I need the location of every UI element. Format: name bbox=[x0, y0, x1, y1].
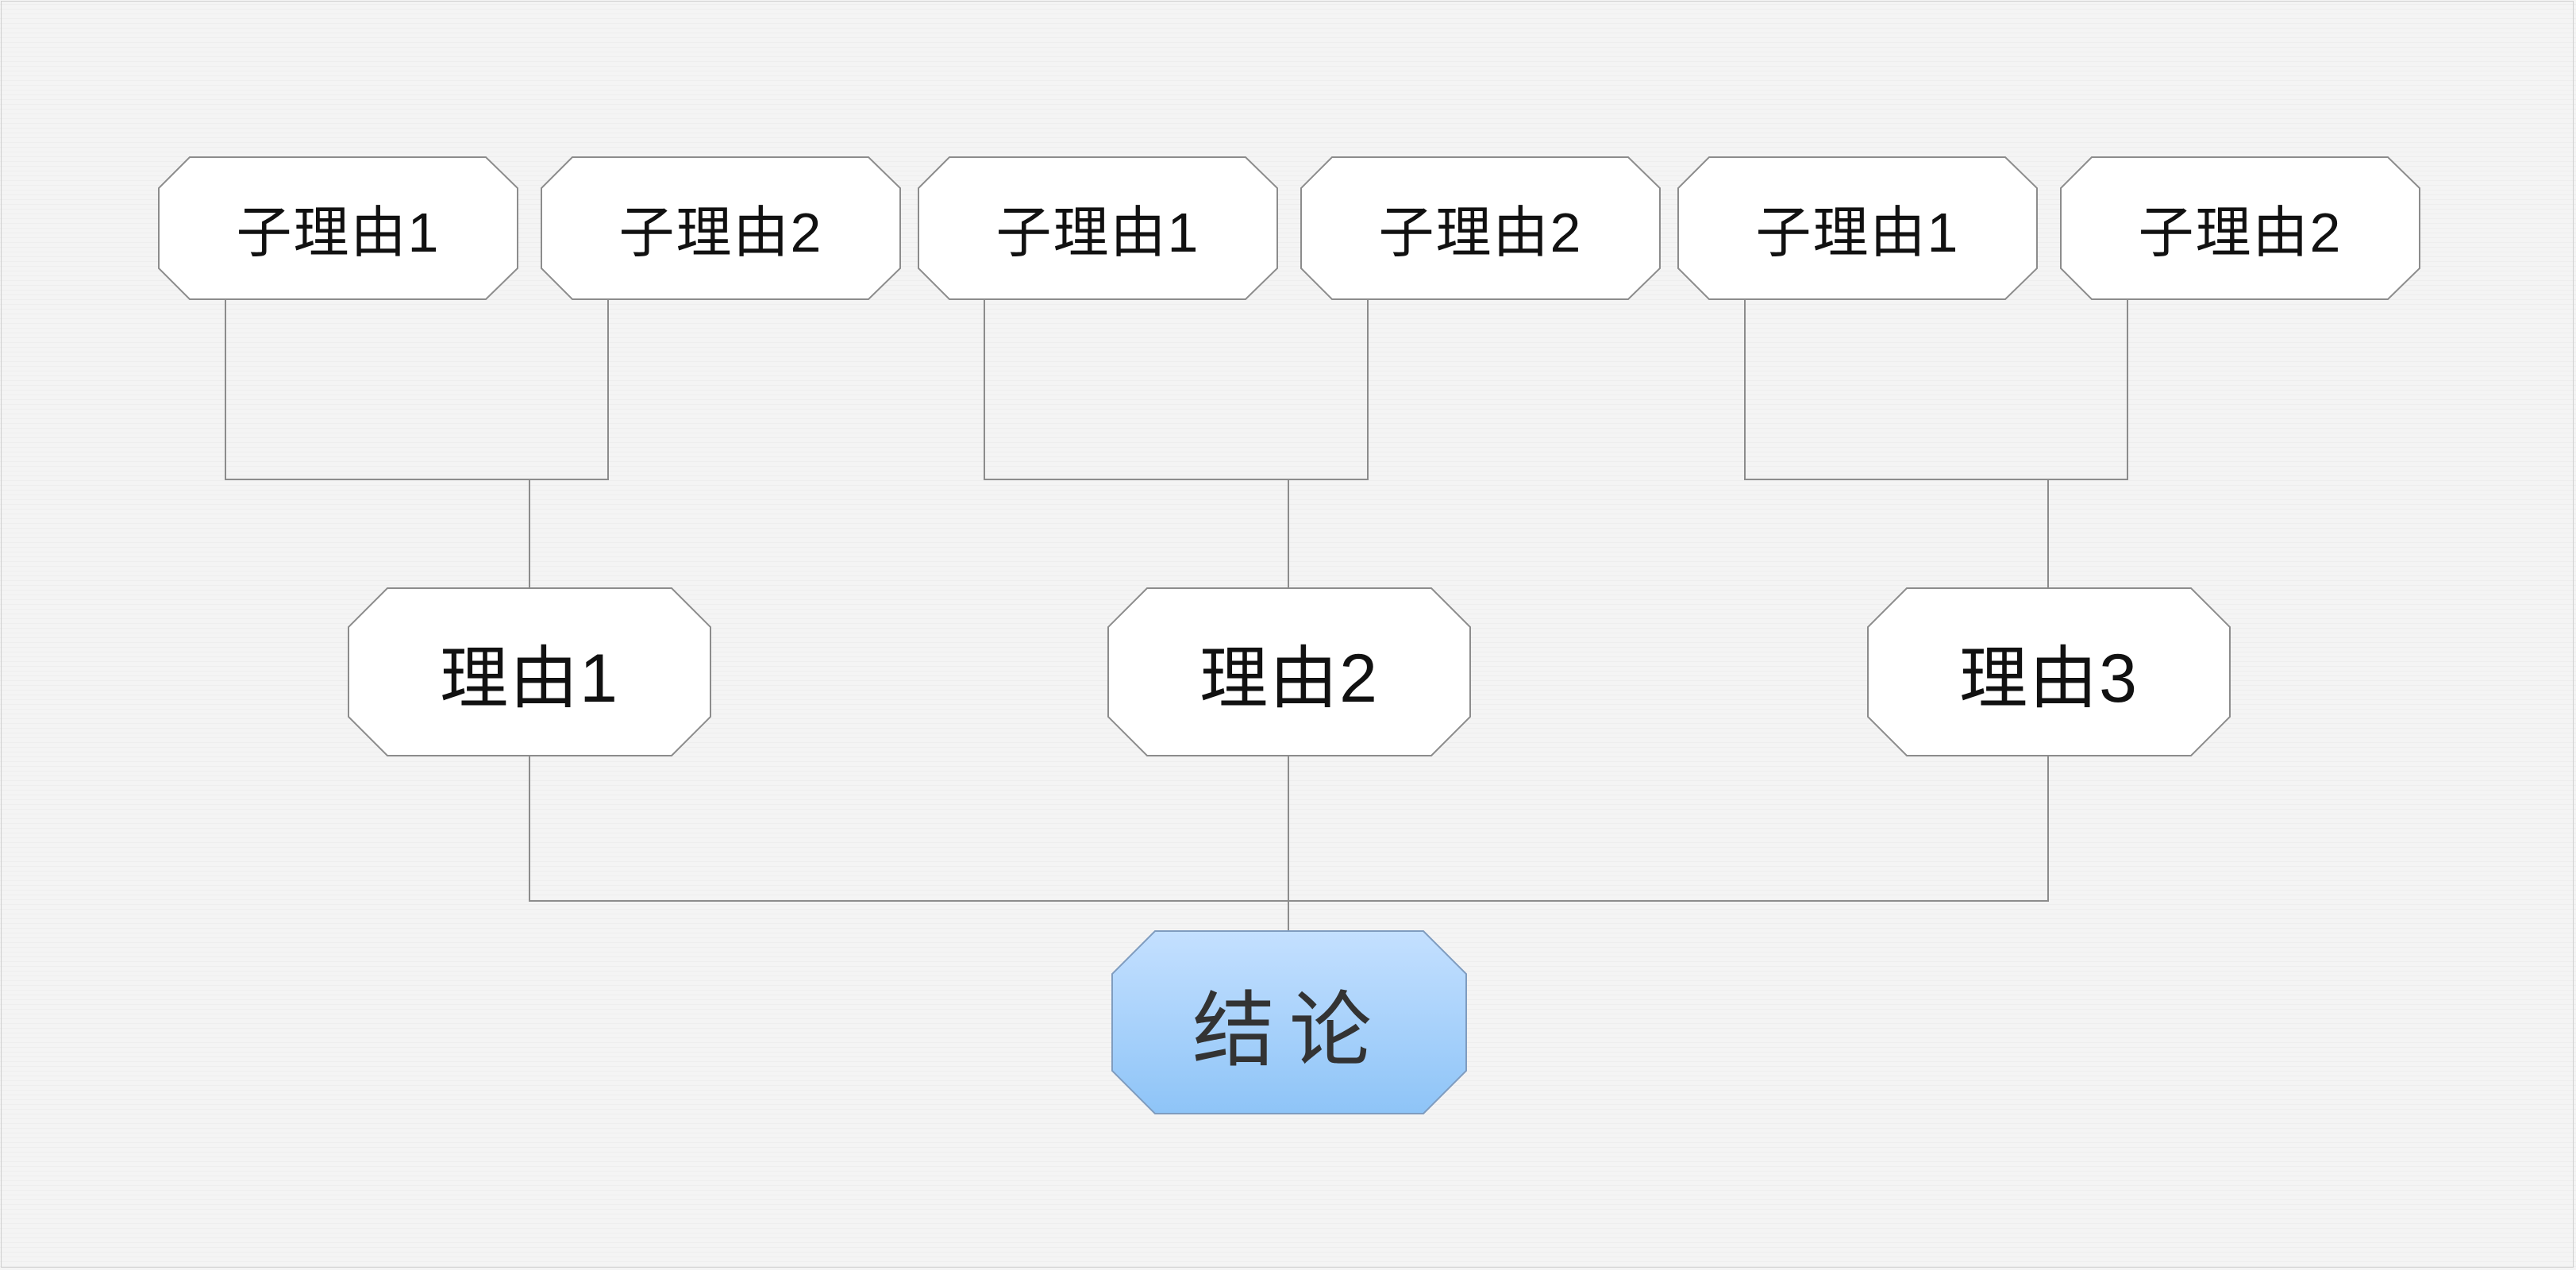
connector-sub-5-to-reason-3 bbox=[1744, 300, 2048, 480]
sub-reason-node-1: 子理由1 bbox=[158, 156, 518, 300]
connector-sub-6-to-reason-3 bbox=[2048, 300, 2128, 480]
sub-reason-node-6: 子理由2 bbox=[2060, 156, 2420, 300]
connector-sub-4-to-reason-2 bbox=[1288, 300, 1369, 480]
reason-label-2: 理由2 bbox=[1199, 641, 1379, 717]
connector-sub-3-to-reason-2 bbox=[984, 300, 1288, 480]
connector-reason-1-to-conclusion bbox=[529, 756, 1288, 902]
sub-reason-label-2: 子理由2 bbox=[618, 202, 823, 264]
sub-reason-label-3: 子理由1 bbox=[995, 202, 1200, 264]
sub-reason-label-1: 子理由1 bbox=[236, 202, 441, 264]
connector-sub-1-to-reason-1 bbox=[225, 300, 529, 480]
reason-label-1: 理由1 bbox=[440, 641, 619, 717]
reason-node-3: 理由3 bbox=[1867, 587, 2231, 756]
connector-reason-3-to-conclusion bbox=[1288, 756, 2049, 902]
reason-node-2: 理由2 bbox=[1107, 587, 1471, 756]
sub-reason-label-4: 子理由2 bbox=[1378, 202, 1583, 264]
sub-reason-label-6: 子理由2 bbox=[2138, 202, 2343, 264]
reason-label-3: 理由3 bbox=[1959, 641, 2139, 717]
connector-sub-2-to-reason-1 bbox=[529, 300, 609, 480]
conclusion-label: 结论 bbox=[1192, 981, 1386, 1079]
sub-reason-node-2: 子理由2 bbox=[541, 156, 901, 300]
conclusion-node: 结论 bbox=[1111, 930, 1467, 1114]
sub-reason-node-3: 子理由1 bbox=[918, 156, 1278, 300]
sub-reason-node-5: 子理由1 bbox=[1677, 156, 2038, 300]
sub-reason-node-4: 子理由2 bbox=[1300, 156, 1661, 300]
reason-node-1: 理由1 bbox=[348, 587, 711, 756]
sub-reason-label-5: 子理由1 bbox=[1755, 202, 1960, 264]
